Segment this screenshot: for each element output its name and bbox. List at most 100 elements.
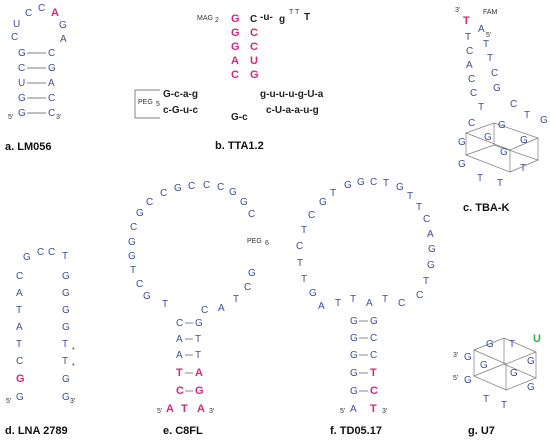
svg-text:T: T xyxy=(130,265,136,276)
svg-text:3': 3' xyxy=(209,408,214,415)
svg-text:A: A xyxy=(195,367,203,379)
svg-text:G: G xyxy=(319,197,327,208)
svg-text:C: C xyxy=(244,282,251,293)
svg-text:5': 5' xyxy=(340,408,345,415)
svg-text:G: G xyxy=(458,159,466,170)
svg-text:c-G-u-c: c-G-u-c xyxy=(163,105,198,116)
svg-text:A: A xyxy=(176,350,183,361)
svg-text:C: C xyxy=(11,32,18,43)
svg-text:U: U xyxy=(250,55,258,67)
svg-text:U: U xyxy=(533,333,541,345)
svg-text:G: G xyxy=(396,182,404,193)
svg-text:T: T xyxy=(382,294,388,305)
svg-text:C: C xyxy=(25,8,32,19)
fam-label: FAM xyxy=(483,9,498,16)
svg-text:T: T xyxy=(181,403,188,415)
svg-text:G: G xyxy=(484,132,492,143)
svg-text:G: G xyxy=(500,147,508,158)
svg-text:G: G xyxy=(136,208,144,219)
svg-text:A: A xyxy=(16,322,23,333)
five-prime-label: 5' xyxy=(8,114,13,121)
svg-text:C: C xyxy=(130,222,137,233)
svg-text:T: T xyxy=(301,274,307,285)
svg-text:C: C xyxy=(308,210,315,221)
svg-text:*: * xyxy=(72,347,75,354)
svg-text:A: A xyxy=(60,34,67,45)
svg-text:A: A xyxy=(478,24,485,35)
svg-text:T: T xyxy=(62,339,68,350)
svg-text:G: G xyxy=(231,13,240,25)
svg-text:T T: T T xyxy=(289,9,300,16)
svg-text:G: G xyxy=(23,252,31,263)
svg-text:C: C xyxy=(16,356,23,367)
svg-text:G: G xyxy=(248,268,256,279)
svg-text:G: G xyxy=(59,20,67,31)
svg-text:G: G xyxy=(195,318,203,329)
svg-text:G: G xyxy=(520,135,528,146)
svg-text:G: G xyxy=(62,305,70,316)
svg-text:C: C xyxy=(160,188,167,199)
svg-text:C: C xyxy=(48,247,55,258)
svg-text:A: A xyxy=(51,7,59,19)
svg-text:T: T xyxy=(497,178,503,189)
svg-text:C: C xyxy=(37,247,44,258)
svg-text:C: C xyxy=(176,385,184,397)
svg-text:G-c-a-g: G-c-a-g xyxy=(163,89,198,100)
svg-text:C: C xyxy=(370,177,377,188)
svg-text:C: C xyxy=(510,99,517,110)
svg-text:C: C xyxy=(217,182,224,193)
svg-text:C: C xyxy=(203,180,210,191)
svg-text:G: G xyxy=(370,316,378,327)
svg-text:G: G xyxy=(498,120,506,131)
svg-text:C: C xyxy=(398,298,405,309)
svg-text:T: T xyxy=(483,394,489,405)
svg-text:C: C xyxy=(248,209,255,220)
svg-text:A: A xyxy=(197,403,205,415)
svg-text:T: T xyxy=(195,334,201,345)
svg-text:G: G xyxy=(250,69,259,81)
svg-text:U: U xyxy=(18,78,25,89)
svg-text:G: G xyxy=(16,373,25,385)
svg-text:G: G xyxy=(428,244,436,255)
svg-text:A: A xyxy=(427,229,434,240)
svg-text:G: G xyxy=(464,375,472,386)
svg-text:G: G xyxy=(527,356,535,367)
mag2-label: MAG xyxy=(197,15,213,22)
svg-text:C: C xyxy=(491,68,498,79)
svg-text:T: T xyxy=(330,188,336,199)
svg-text:G: G xyxy=(231,41,240,53)
svg-text:C: C xyxy=(201,305,208,316)
svg-text:T: T xyxy=(301,225,307,236)
svg-text:T: T xyxy=(478,102,484,113)
svg-text:T: T xyxy=(520,163,526,174)
caption-c8fl: e. C8FL xyxy=(163,425,203,437)
svg-text:2: 2 xyxy=(215,17,219,24)
svg-text:C: C xyxy=(416,290,423,301)
svg-text:C: C xyxy=(18,63,25,74)
svg-text:G: G xyxy=(229,187,237,198)
svg-text:C: C xyxy=(48,93,55,104)
svg-text:G: G xyxy=(62,392,70,403)
svg-text:T: T xyxy=(62,251,68,262)
svg-text:A: A xyxy=(231,55,239,67)
svg-text:C: C xyxy=(468,118,475,129)
peg6-label: PEG xyxy=(247,238,262,245)
svg-text:3': 3' xyxy=(382,408,387,415)
svg-text:G: G xyxy=(62,374,70,385)
svg-text:G: G xyxy=(350,350,358,361)
svg-text:C: C xyxy=(136,279,143,290)
svg-text:c-U-a-a-u-g: c-U-a-a-u-g xyxy=(266,105,319,116)
svg-text:5': 5' xyxy=(157,408,162,415)
svg-text:G: G xyxy=(357,177,365,188)
svg-text:T: T xyxy=(233,294,239,305)
structure-tbak: 3' T FAM A 5' TT CT AC CG CT C CT G GG T… xyxy=(455,7,548,214)
svg-text:A: A xyxy=(16,288,23,299)
svg-text:G: G xyxy=(309,288,317,299)
svg-text:T: T xyxy=(407,191,413,202)
svg-text:T: T xyxy=(304,12,310,23)
